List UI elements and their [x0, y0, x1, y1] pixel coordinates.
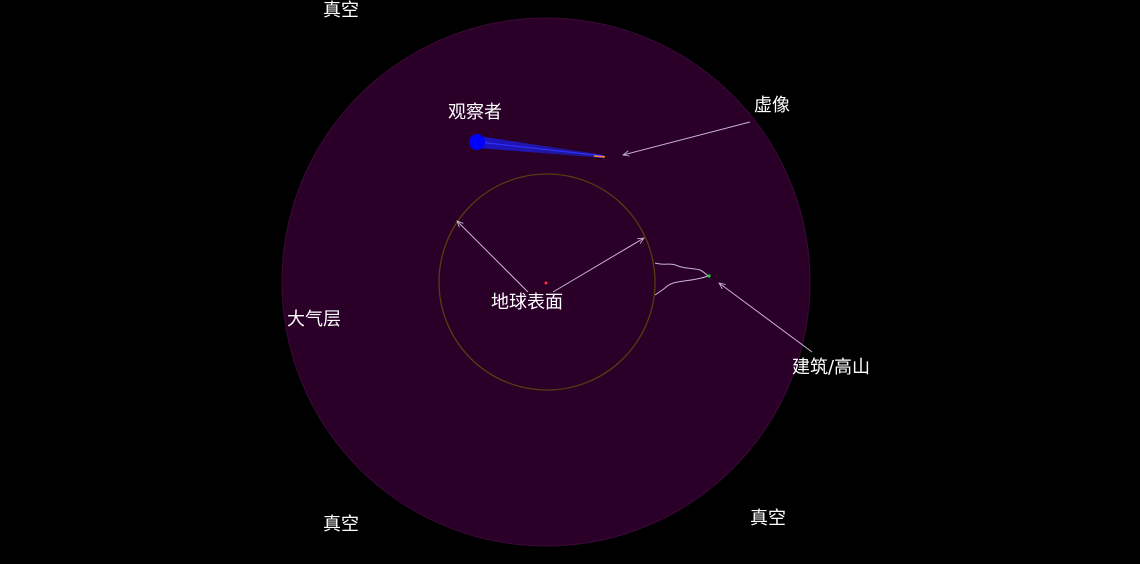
- label-vacuum-bottom-left: 真空: [323, 514, 359, 535]
- label-earth-surface: 地球表面: [491, 292, 563, 313]
- label-virtual-image: 虚像: [754, 95, 790, 116]
- earth-center-marker: [544, 281, 548, 285]
- earth-arrow-right: [552, 238, 644, 293]
- label-vacuum-top: 真空: [323, 0, 359, 21]
- label-vacuum-bottom-right: 真空: [750, 508, 786, 529]
- label-atmosphere: 大气层: [287, 309, 341, 330]
- observer-icon: [469, 134, 485, 150]
- label-building: 建筑/高山: [792, 357, 870, 378]
- earth-arrow-left: [457, 221, 529, 293]
- building-marker: [707, 274, 711, 278]
- virtual-image-marker: [593, 155, 606, 158]
- virtual-image-arrow: [623, 121, 751, 155]
- light-ray-line: [477, 141, 605, 157]
- label-observer: 观察者: [448, 102, 502, 123]
- building-arrow: [719, 283, 813, 353]
- earth-surface-circle: [438, 173, 656, 391]
